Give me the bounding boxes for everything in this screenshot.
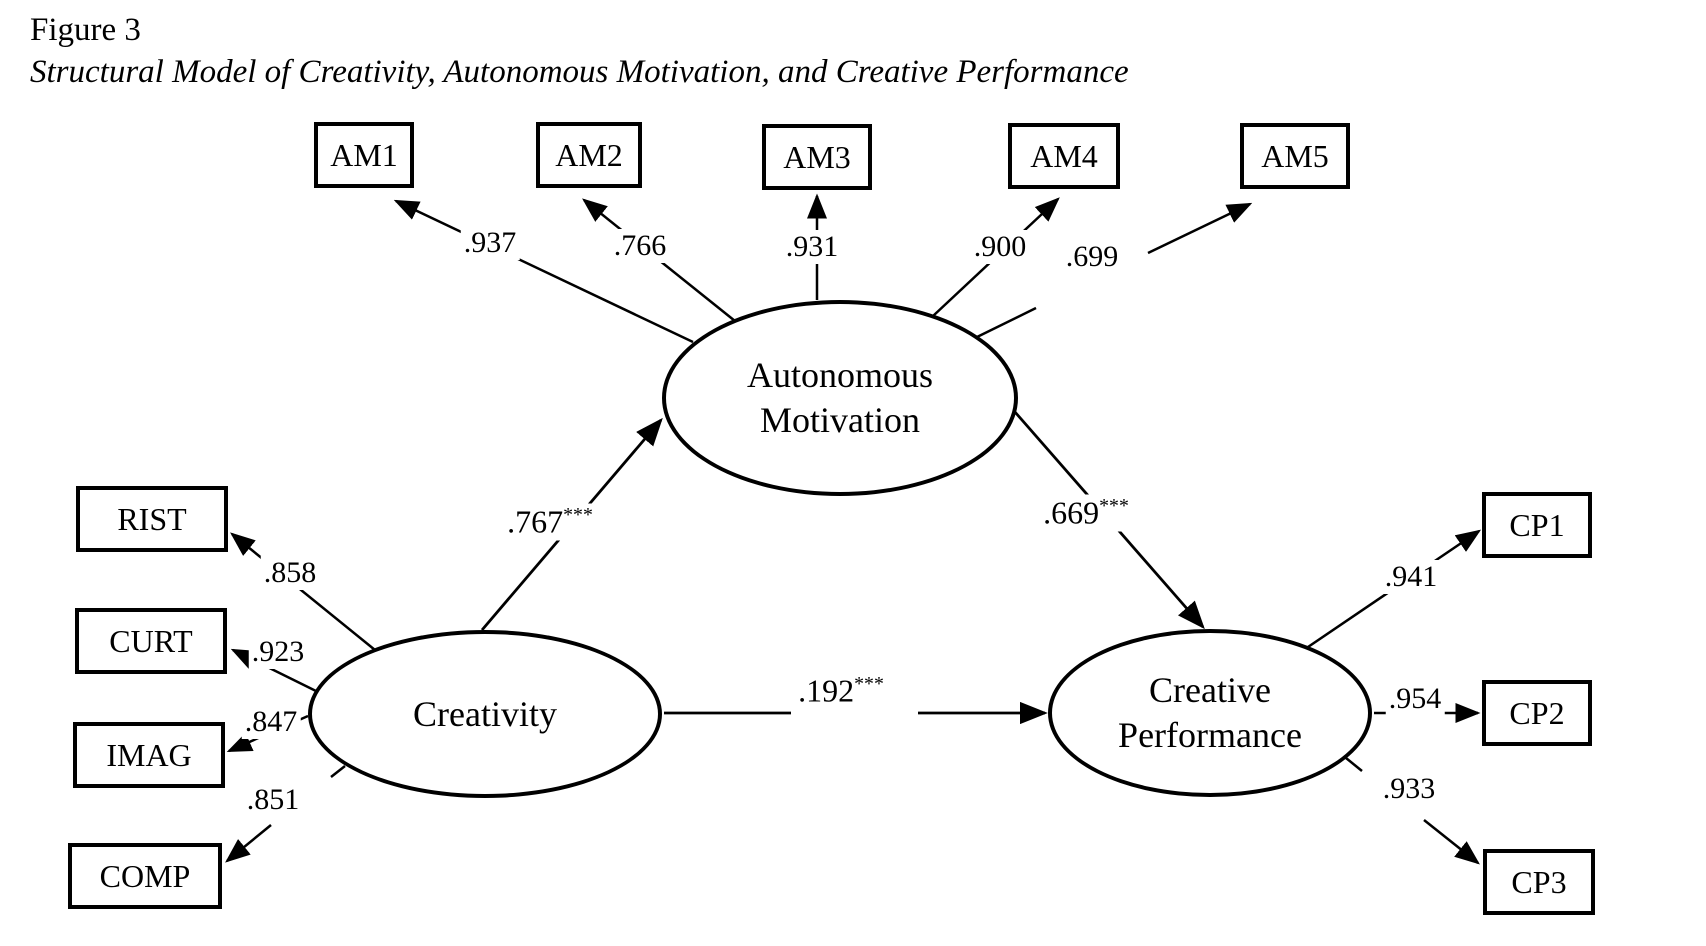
latent-autonomous-motivation: Autonomous Motivation <box>662 300 1018 496</box>
indicator-label: RIST <box>117 500 187 537</box>
latent-creative-performance: Creative Performance <box>1048 629 1372 797</box>
indicator-label: AM1 <box>330 136 398 173</box>
indicator-box-cp1: CP1 <box>1482 492 1592 558</box>
path-coef-value: .767 <box>507 503 564 540</box>
loading-cp2: .954 <box>1385 682 1445 716</box>
indicator-box-cp3: CP3 <box>1483 849 1595 915</box>
indicator-box-comp: COMP <box>68 843 222 909</box>
path-coef-value: .669 <box>1043 494 1100 531</box>
loading-curt: .923 <box>248 635 308 669</box>
indicator-box-am3: AM3 <box>762 124 872 190</box>
indicator-box-am5: AM5 <box>1240 123 1350 189</box>
indicator-label: CURT <box>109 622 193 659</box>
significance-stars: *** <box>1099 494 1129 517</box>
loading-am2: .766 <box>610 229 670 263</box>
indicator-box-am4: AM4 <box>1008 123 1120 189</box>
loading-imag: .847 <box>241 705 301 739</box>
indicator-label: AM5 <box>1261 137 1329 174</box>
figure-caption: Structural Model of Creativity, Autonomo… <box>30 54 1129 90</box>
latent-label-line: Autonomous <box>746 355 933 395</box>
indicator-label: CP3 <box>1511 863 1567 900</box>
indicator-box-am2: AM2 <box>536 122 642 188</box>
arrow-cp-to-cp3-tail <box>1345 757 1363 772</box>
loading-am5: .699 <box>1062 240 1122 274</box>
path-coef-value: .192 <box>798 672 855 709</box>
indicator-label: CP2 <box>1509 694 1565 731</box>
indicator-box-curt: CURT <box>75 608 227 674</box>
arrow-am-to-am5 <box>1147 202 1253 255</box>
indicator-label: AM3 <box>783 138 851 175</box>
arrow-am-to-am5-tail <box>976 306 1037 339</box>
loading-rist: .858 <box>260 556 320 590</box>
path-coef-creativity-cp: .192*** <box>795 672 887 710</box>
indicator-box-rist: RIST <box>76 486 228 552</box>
path-coef-am-cp: .669*** <box>1040 494 1132 532</box>
arrow-cp-to-cp3 <box>1423 819 1480 865</box>
arrow-creativity-to-curt <box>230 648 319 694</box>
indicator-box-imag: IMAG <box>73 722 225 788</box>
figure-label: Figure 3 <box>30 12 141 48</box>
indicator-label: AM2 <box>555 136 623 173</box>
indicator-label: COMP <box>99 857 191 894</box>
arrow-creativity-to-comp-tail <box>330 765 346 778</box>
indicator-label: CP1 <box>1509 506 1565 543</box>
latent-creativity: Creativity <box>308 630 662 798</box>
arrow-am-to-am1 <box>393 199 694 344</box>
path-coef-creativity-am: .767*** <box>504 503 596 541</box>
indicator-box-cp2: CP2 <box>1482 680 1592 746</box>
latent-label-line: Creativity <box>413 693 557 734</box>
loading-am4: .900 <box>970 230 1030 264</box>
loading-comp: .851 <box>243 783 303 817</box>
significance-stars: *** <box>563 503 593 526</box>
significance-stars: *** <box>854 672 884 695</box>
indicator-label: AM4 <box>1030 137 1098 174</box>
arrow-creativity-to-rist <box>230 532 376 651</box>
loading-am3: .931 <box>782 230 842 264</box>
loading-cp3: .933 <box>1379 772 1439 806</box>
arrow-creativity-to-comp <box>225 824 272 863</box>
latent-label-line: Performance <box>1118 715 1302 755</box>
latent-label-line: Motivation <box>760 400 920 440</box>
loading-am1: .937 <box>460 226 520 260</box>
latent-label-line: Creative <box>1149 670 1271 710</box>
indicator-box-am1: AM1 <box>314 122 414 188</box>
loading-cp1: .941 <box>1381 560 1441 594</box>
indicator-label: IMAG <box>106 736 192 773</box>
